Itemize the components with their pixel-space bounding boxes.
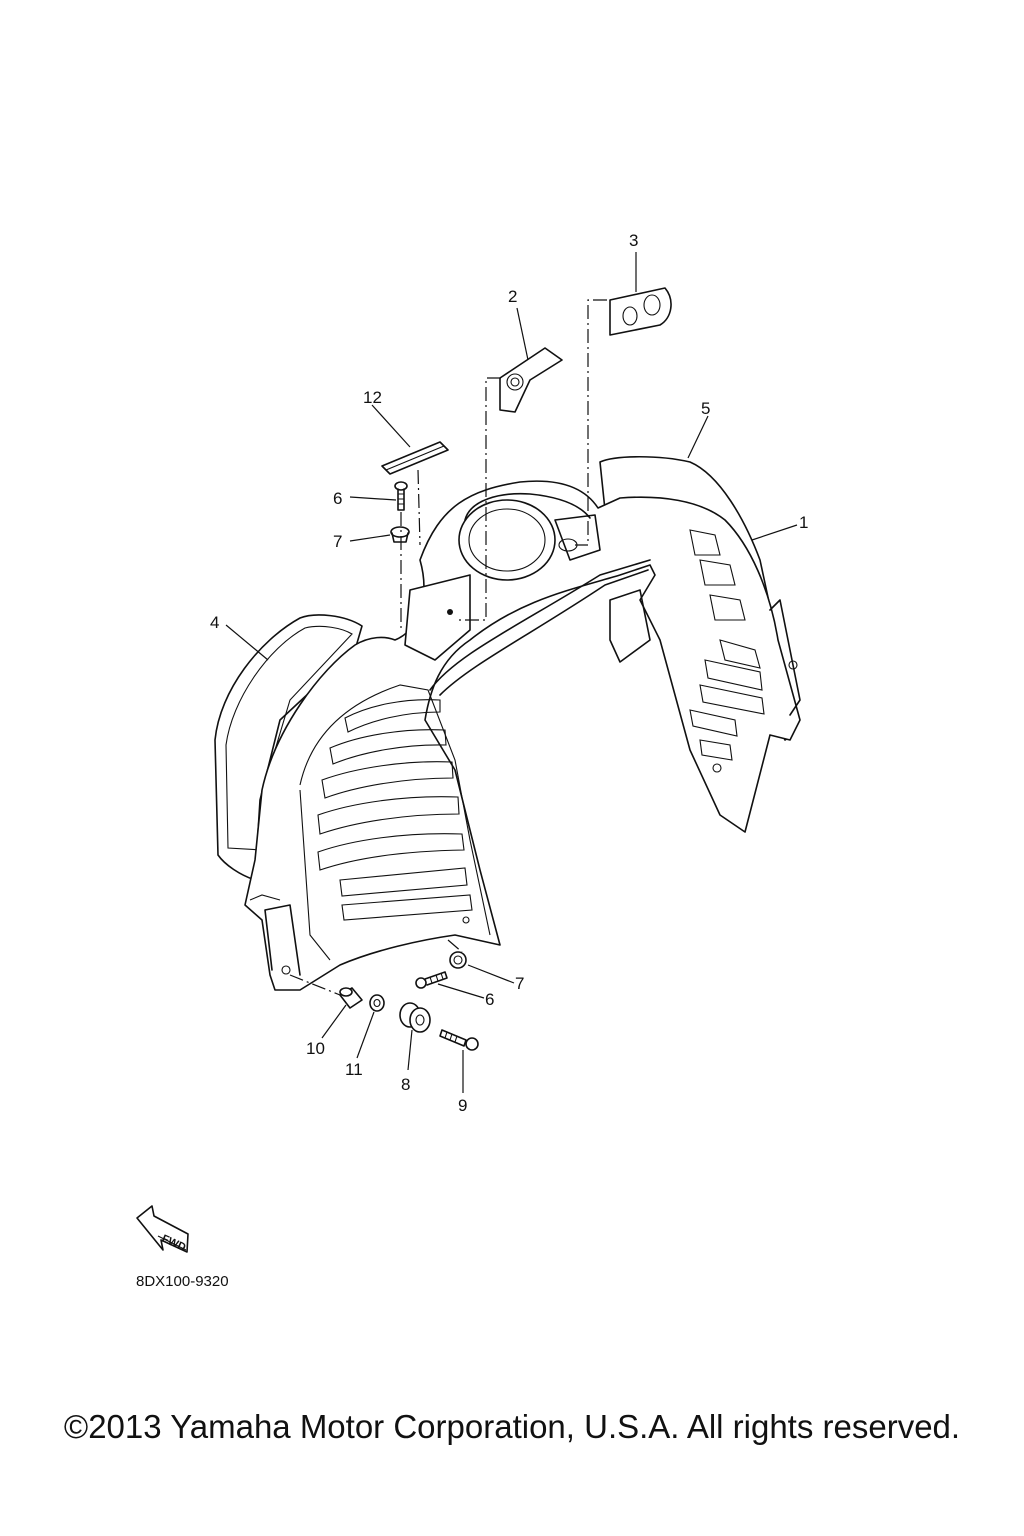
callout-7-bottom: 7 xyxy=(515,974,524,993)
callout-10: 10 xyxy=(306,1039,325,1058)
callout-2: 2 xyxy=(508,287,517,306)
callout-5: 5 xyxy=(701,399,710,418)
part-6-screw-bottom xyxy=(415,971,448,989)
part-11-washer xyxy=(369,994,385,1012)
callout-7-top: 7 xyxy=(333,532,342,551)
part-6-screw-top xyxy=(394,481,408,511)
callout-8: 8 xyxy=(401,1075,410,1094)
callout-6-top: 6 xyxy=(333,489,342,508)
callout-9: 9 xyxy=(458,1096,467,1115)
louvres-right xyxy=(609,529,801,773)
callout-11: 11 xyxy=(345,1060,363,1079)
copyright-notice: ©2013 Yamaha Motor Corporation, U.S.A. A… xyxy=(63,1408,961,1445)
louvres-left xyxy=(317,699,473,924)
part-1-inner-cover xyxy=(244,480,801,991)
part-10-collar xyxy=(339,987,363,1009)
part-9-bolt xyxy=(439,1029,479,1051)
part-2-cap xyxy=(499,347,563,413)
forward-arrow-icon: FWD xyxy=(136,1205,189,1254)
callout-3: 3 xyxy=(629,231,638,250)
callout-4: 4 xyxy=(210,613,219,632)
drawing-code: 8DX100-9320 xyxy=(136,1273,229,1290)
callout-6-bottom: 6 xyxy=(485,990,494,1009)
part-12-strip xyxy=(381,441,449,475)
part-7-grommet-bottom xyxy=(449,951,467,969)
part-3-plate xyxy=(609,287,672,336)
part-7-grommet-top xyxy=(390,526,410,543)
callout-12: 12 xyxy=(363,388,382,407)
assembly-lines xyxy=(289,299,607,996)
part-4-left-panel xyxy=(214,614,363,881)
callout-1: 1 xyxy=(799,513,808,532)
part-8-damper xyxy=(399,1002,431,1033)
leader-lines xyxy=(225,252,798,1093)
